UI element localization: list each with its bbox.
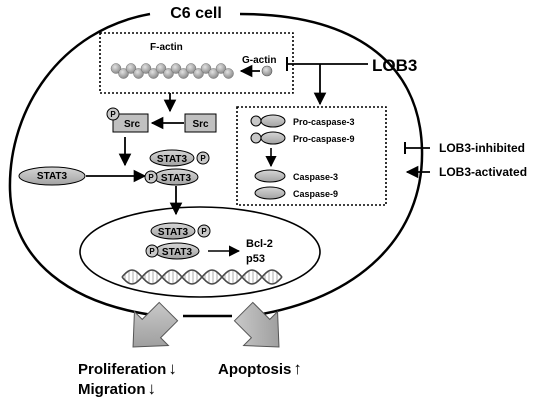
outcome-migration: Migration↓ — [78, 379, 156, 398]
actin-bead — [215, 63, 227, 74]
proliferation-label: Proliferation — [78, 361, 166, 378]
caspase-box — [236, 106, 387, 206]
nuclear-stat3-top-p — [197, 224, 211, 238]
gactin-monomer — [261, 65, 273, 77]
legend-inhibited-label: LOB3-inhibited — [439, 141, 525, 155]
dna-strand — [121, 269, 283, 285]
actin-bead — [200, 63, 212, 74]
stat3-dimer-bottom-label: STAT3 — [161, 173, 192, 184]
actin-bead — [223, 68, 234, 79]
outcome-apoptosis: Apoptosis↑ — [218, 359, 302, 378]
pro-caspase-9-label: Pro-caspase-9 — [293, 134, 355, 144]
src-label: Src — [192, 119, 209, 130]
actin-bead — [193, 68, 204, 79]
pro-caspase-3-label: Pro-caspase-3 — [293, 117, 355, 127]
actin-bead — [155, 63, 167, 74]
cell-membrane — [8, 12, 424, 318]
pro-caspase-9 — [250, 131, 286, 145]
stat3-label: STAT3 — [37, 171, 68, 182]
actin-bead — [140, 63, 152, 74]
nuclear-stat3-top-label: STAT3 — [158, 227, 189, 238]
migration-down-arrow: ↓ — [148, 379, 157, 398]
gactin-label: G-actin — [242, 55, 276, 66]
dna-helix — [121, 269, 283, 285]
pro-caspase-3 — [250, 114, 286, 128]
caspase-3-label: Caspase-3 — [293, 172, 338, 182]
nuclear-stat3-bottom-label: STAT3 — [162, 247, 193, 258]
stat3-dimer-top-label: STAT3 — [157, 154, 188, 165]
caspase-9-oval — [254, 186, 286, 200]
nuclear-stat3-top-p-label: P — [201, 227, 207, 236]
apoptosis-label: Apoptosis — [218, 361, 291, 378]
actin-bead — [133, 68, 144, 79]
actin-bead — [208, 68, 219, 79]
src-box — [184, 113, 217, 133]
factin-label: F-actin — [150, 42, 183, 53]
stat3-dimer-top-p — [196, 151, 210, 165]
cell-title: C6 cell — [170, 5, 222, 22]
actin-bead — [178, 68, 189, 79]
factin-filament — [110, 63, 234, 79]
stat3-dimer-top-p-label: P — [200, 154, 206, 163]
nuclear-stat3-bottom-p — [145, 244, 159, 258]
nucleus — [79, 206, 321, 298]
actin-bead — [163, 68, 174, 79]
stat3-dimer-top — [149, 149, 195, 167]
caspase-3-oval — [254, 169, 286, 183]
apoptosis-up-arrow: ↑ — [293, 359, 302, 378]
actin-bead — [110, 63, 122, 74]
src-phospho-circle — [106, 107, 120, 121]
outcome-proliferation: Proliferation↓ — [78, 359, 177, 378]
actin-bead — [118, 68, 129, 79]
caspase-9-label: Caspase-9 — [293, 189, 338, 199]
legend-activated-label: LOB3-activated — [439, 165, 527, 179]
nuclear-stat3-top — [150, 222, 196, 240]
p-src-box — [112, 113, 149, 133]
actin-box — [99, 32, 294, 94]
proliferation-down-arrow: ↓ — [168, 359, 177, 378]
actin-bead — [185, 63, 197, 74]
p53-label: p53 — [246, 253, 265, 265]
bcl2-label: Bcl-2 — [246, 238, 273, 250]
p-src-label: Src — [124, 119, 141, 130]
stat3-dimer-bottom-p-label: P — [148, 173, 154, 182]
migration-label: Migration — [78, 381, 146, 398]
stat3-dimer-bottom-p — [144, 170, 158, 184]
actin-bead — [148, 68, 159, 79]
stat3-oval — [18, 166, 86, 186]
nuclear-stat3-bottom-p-label: P — [149, 247, 155, 256]
lob3-label: LOB3 — [372, 56, 417, 75]
apoptosis-outcome-arrow — [233, 301, 280, 348]
actin-bead — [170, 63, 182, 74]
src-phospho-label: P — [110, 110, 116, 119]
actin-bead — [125, 63, 137, 74]
proliferation-outcome-arrow — [132, 301, 179, 348]
